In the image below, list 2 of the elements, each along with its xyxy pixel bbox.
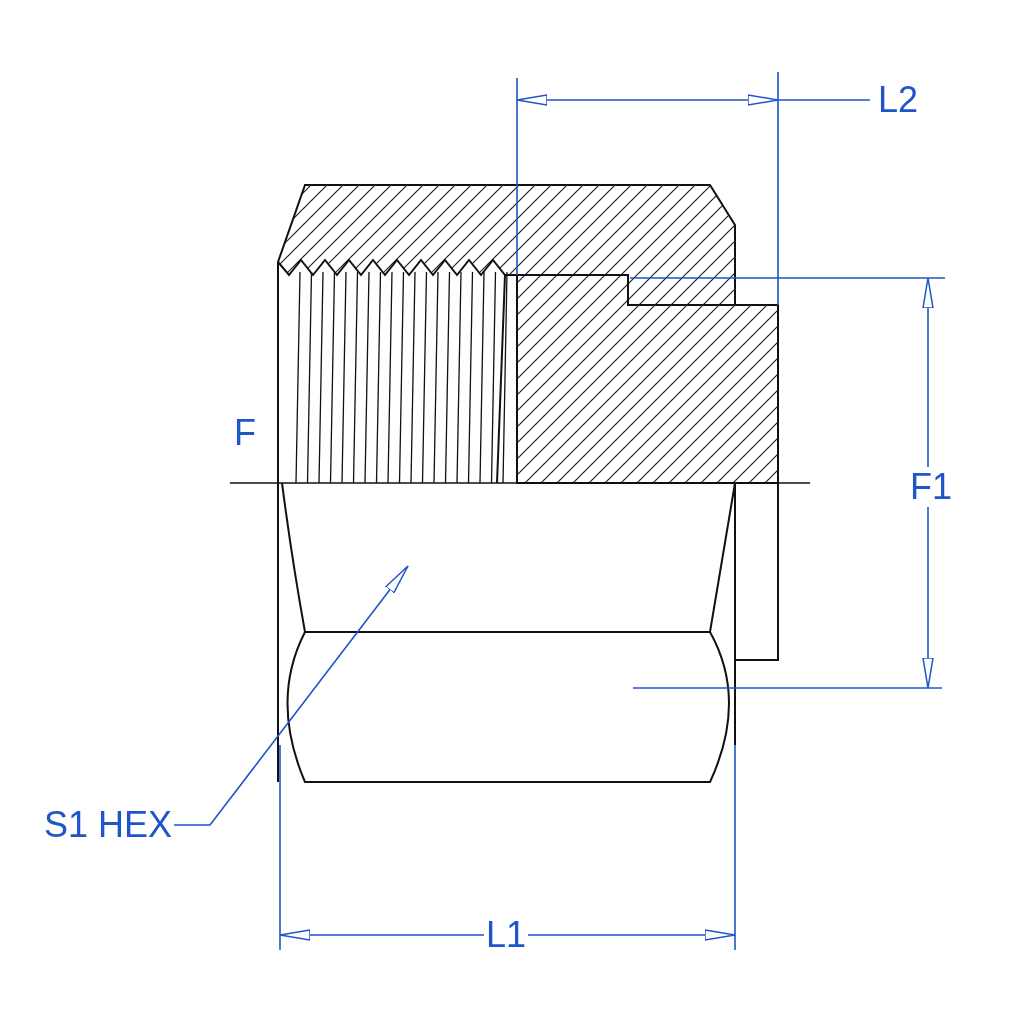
- leader-line: [173, 565, 409, 826]
- hex-face: [281, 482, 736, 633]
